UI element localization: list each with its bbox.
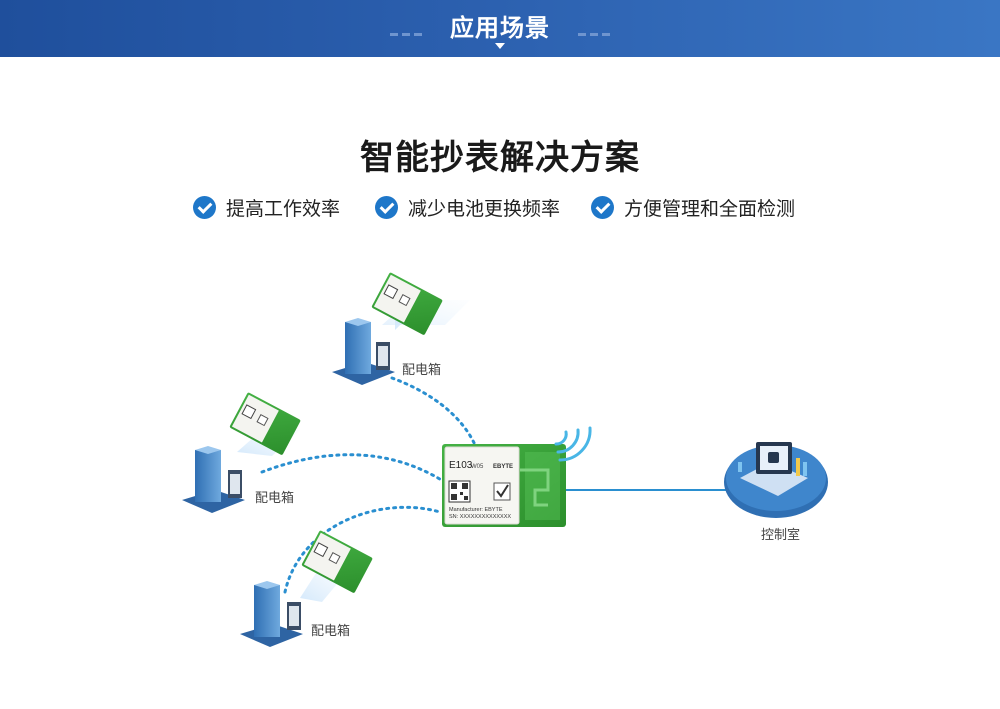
control-room-icon: [724, 442, 828, 518]
feature-label: 提高工作效率: [226, 197, 341, 220]
wireless-module-icon: [371, 272, 443, 335]
module-variant: W05: [471, 464, 484, 470]
wireless-module-icon: [301, 530, 373, 593]
link-bottom: [283, 505, 442, 594]
substation-label: 配电箱: [255, 491, 295, 506]
building-icon: [240, 581, 303, 647]
check-circle-icon: [193, 195, 216, 219]
substation-label: 配电箱: [402, 363, 442, 378]
feature-label: 减少电池更换频率: [408, 197, 561, 220]
qr-code-icon: [448, 480, 471, 503]
module-model: E103: [449, 460, 473, 471]
module-brand: EBYTE: [493, 464, 513, 470]
building-icon: [332, 318, 395, 385]
header-banner: 应用场景: [0, 0, 1000, 57]
central-module: E103 W05 EBYTE Manufacturer: EBYTE SN: X…: [442, 444, 566, 527]
feature-item: 提高工作效率: [193, 193, 340, 221]
control-room-label: 控制室: [761, 528, 801, 543]
feature-item: 减少电池更换频率: [375, 193, 560, 221]
certification-check-icon: [493, 482, 511, 501]
wireless-signal-icon: [554, 426, 592, 462]
section-title: 应用场景: [450, 14, 550, 42]
module-manufacturer: Manufacturer: EBYTE: [449, 507, 503, 513]
module-sn: SN: XXXXXXXXXXXXXX: [449, 514, 511, 520]
wireless-module-icon: [229, 392, 301, 455]
link-top: [390, 376, 478, 449]
substation-label: 配电箱: [311, 624, 351, 639]
check-circle-icon: [591, 195, 614, 219]
check-circle-icon: [375, 195, 398, 219]
wireless-links: [260, 376, 478, 594]
title-decoration-right: [578, 21, 614, 36]
meter-node-top: [332, 272, 470, 385]
meter-node-middle: [182, 392, 301, 513]
feature-list: 提高工作效率 减少电池更换频率 方便管理和全面检测: [0, 193, 1000, 221]
page-title: 智能抄表解决方案: [360, 138, 640, 178]
meter-node-bottom: [240, 530, 373, 647]
feature-label: 方便管理和全面检测: [624, 197, 796, 220]
feature-item: 方便管理和全面检测: [591, 193, 795, 221]
title-decoration-left: [390, 21, 426, 36]
chevron-down-icon: [495, 43, 505, 49]
link-middle: [260, 453, 445, 483]
building-icon: [182, 446, 245, 513]
